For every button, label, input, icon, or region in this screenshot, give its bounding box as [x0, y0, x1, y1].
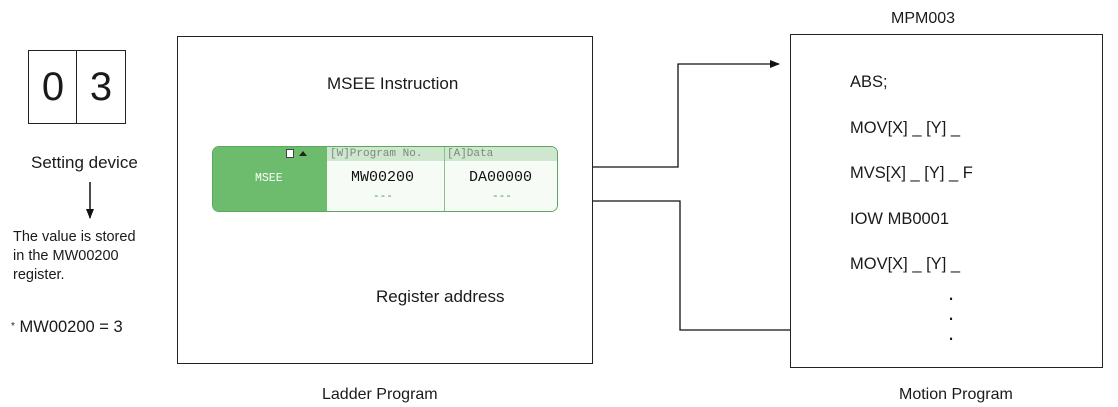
- ellipsis-dot-1: ·: [947, 285, 955, 310]
- doc-icon: [286, 149, 294, 158]
- ladder-program-caption: Ladder Program: [322, 386, 438, 403]
- motion-line-4: IOW MB0001: [850, 210, 950, 228]
- return-arrow: [568, 197, 790, 331]
- param-divider: [444, 147, 445, 211]
- ellipsis: · · ·: [945, 285, 957, 350]
- param-header-strip: [327, 147, 557, 161]
- data-sub: ---: [492, 191, 512, 203]
- motion-program-caption: Motion Program: [899, 386, 1013, 403]
- data-value[interactable]: DA00000: [469, 169, 533, 186]
- motion-line-5: MOV[X] _ [Y] _: [850, 255, 961, 273]
- register-address-label: Register address: [376, 287, 505, 306]
- param-area: [W]Program No. [A]Data MW00200 DA00000 -…: [327, 147, 557, 211]
- ellipsis-dot-3: ·: [947, 325, 955, 350]
- instruction-title: MSEE Instruction: [327, 74, 459, 93]
- motion-line-2: MOV[X] _ [Y] _: [850, 119, 961, 137]
- setting-device-label: Setting device: [31, 153, 138, 172]
- program-no-header: [W]Program No.: [330, 148, 423, 160]
- footnote-text: MW00200 = 3: [19, 318, 123, 336]
- digit-box-0: 0: [28, 50, 78, 124]
- digit-box-1: 3: [76, 50, 126, 124]
- storage-note-line-3: register.: [13, 267, 65, 283]
- collapse-icon[interactable]: [299, 151, 307, 156]
- msee-block[interactable]: MSEE [W]Program No. [A]Data MW00200 DA00…: [212, 146, 558, 212]
- motion-program-frame: [790, 34, 1103, 368]
- program-no-value[interactable]: MW00200: [351, 169, 415, 186]
- program-no-sub: ---: [373, 191, 393, 203]
- motion-program-name: MPM003: [891, 10, 956, 27]
- footnote-marker: *: [11, 321, 15, 332]
- storage-note-line-1: The value is stored: [13, 229, 136, 245]
- ellipsis-dot-2: ·: [947, 305, 955, 330]
- data-header: [A]Data: [447, 148, 494, 160]
- motion-line-3: MVS[X] _ [Y] _ F: [850, 164, 973, 182]
- storage-note: The value is stored in the MW00200 regis…: [13, 228, 136, 285]
- footnote: * MW00200 = 3: [11, 318, 123, 337]
- msee-name-cell: MSEE: [213, 147, 327, 211]
- call-arrow: [568, 60, 780, 168]
- msee-name: MSEE: [255, 172, 283, 185]
- motion-line-1: ABS;: [850, 73, 888, 91]
- storage-note-line-2: in the MW00200: [13, 248, 119, 264]
